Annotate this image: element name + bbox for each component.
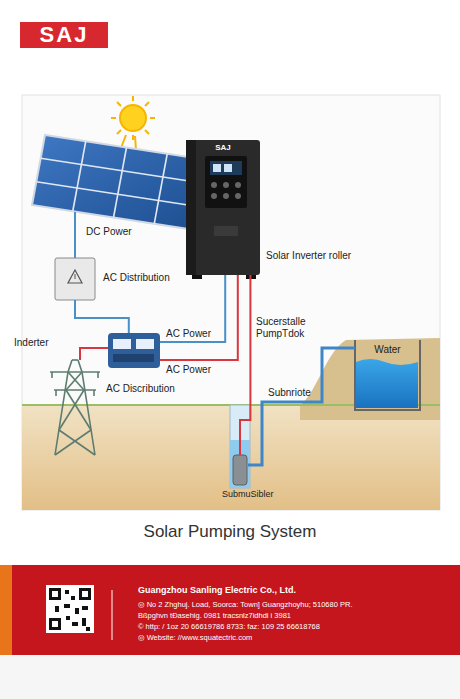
node-label: Solar Inverter roller <box>266 250 351 262</box>
node-label: Water <box>355 344 420 356</box>
footer-divider <box>112 590 113 640</box>
water-tank <box>355 340 420 410</box>
connector-label: Subnriote <box>268 387 311 399</box>
node-label: SubmuSibler <box>222 489 274 500</box>
footer-strip <box>0 565 12 655</box>
wire-connector <box>160 275 225 342</box>
dc-wire <box>74 212 76 258</box>
address-line: Bßpghvn tĐasehig. 0981 tracsnlz7idhdi i … <box>138 611 291 620</box>
node-label: AC Discribution <box>106 383 175 395</box>
tower-node: Inderter <box>45 360 105 455</box>
node-label: AC Distribution <box>103 272 170 284</box>
meter-box: AC Discribution <box>108 333 160 368</box>
address-line: ◎ No 2 Zhghuj. Load, Soorca: Town] Guang… <box>138 600 352 609</box>
caption: Solar Pumping System <box>0 522 460 542</box>
company-name: Guangzhou Sanling Electric Co., Ltd. <box>138 585 296 596</box>
logo-box <box>20 22 108 48</box>
power-tower <box>50 360 100 455</box>
wire-connector <box>75 300 129 333</box>
phone-line: © http: / 1oz 20 66619786 8733: faz: 109… <box>138 622 320 631</box>
sun <box>111 96 155 150</box>
wire-connector <box>248 348 355 465</box>
logo-text: SAJ <box>20 22 108 48</box>
tank-node: Water <box>355 340 420 410</box>
wire-connector <box>160 275 238 360</box>
pump-node: SubmuSibler <box>232 455 248 485</box>
distribution-box-icon <box>55 258 95 300</box>
inverter-logo: SAJ <box>186 143 260 153</box>
connector-label: AC Power <box>166 328 211 340</box>
footer-band <box>0 565 460 655</box>
meter-icon <box>108 333 160 368</box>
diagram-panel <box>22 95 440 510</box>
solar-panel <box>32 135 208 230</box>
wire-label: DC Power <box>86 226 132 238</box>
connector-label: AC Power <box>166 364 211 376</box>
distribution-box: AC Distribution <box>55 258 95 300</box>
inverter-icon <box>186 140 260 279</box>
node-label: Inderter <box>14 337 48 349</box>
wire-connector <box>80 348 108 360</box>
qr-code <box>46 585 94 633</box>
page-ground <box>0 0 460 565</box>
website-line: ◎ Website: //www.squatectric.com <box>138 633 252 642</box>
wire-connector <box>240 275 250 455</box>
connector-label: Sucerstalle PumpTdok <box>256 316 328 340</box>
inverter-box: Solar Inverter roller <box>186 140 260 275</box>
